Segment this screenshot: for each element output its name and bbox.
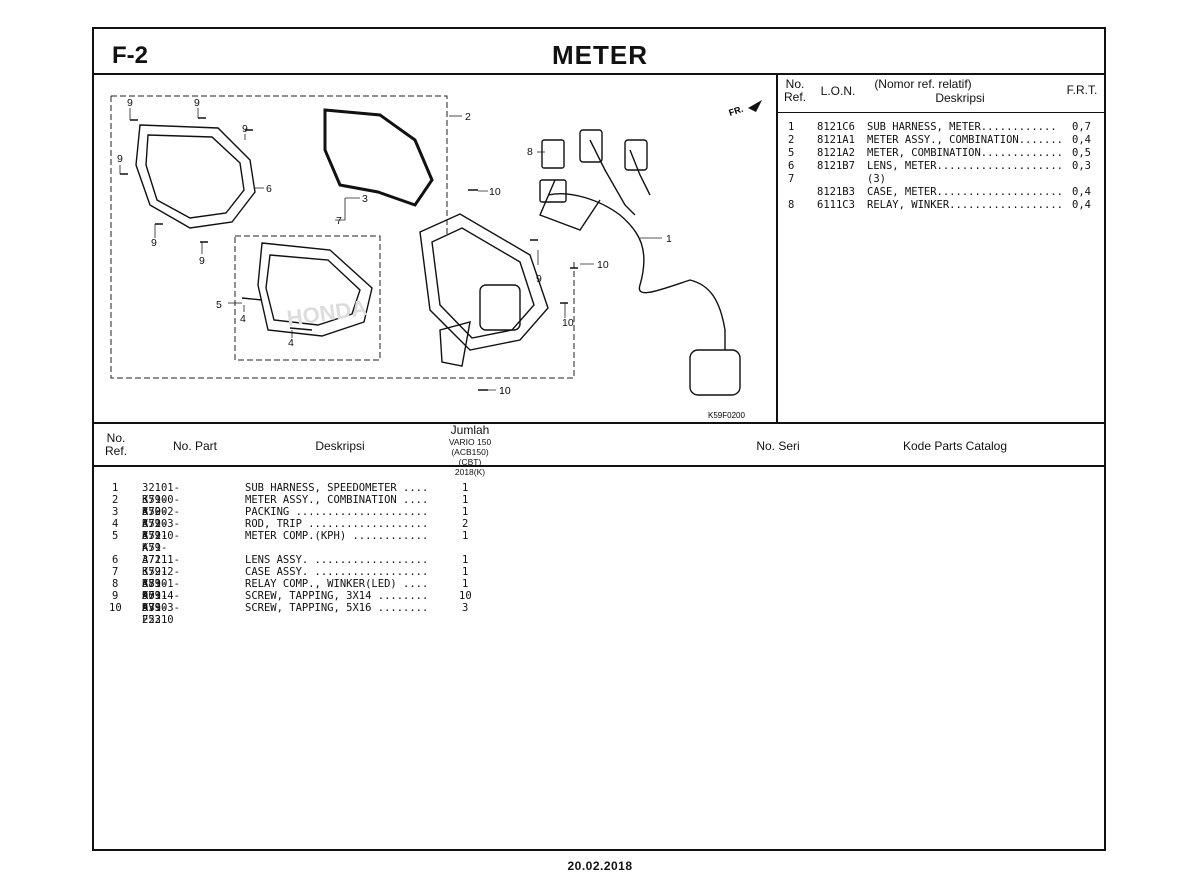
frt-header: F.R.T.	[1066, 83, 1098, 97]
callout-9b: 9	[194, 97, 200, 109]
callout-7: 7	[336, 215, 342, 227]
callout-4a: 4	[240, 313, 246, 325]
parts-ref-header: No. Ref.	[104, 431, 127, 458]
callout-9h: 10	[562, 317, 574, 329]
quantity-header: Jumlah VARIO 150 (ACB150) (CBT) 2018(K)	[448, 423, 492, 478]
callout-9g: 9	[536, 273, 542, 285]
front-arrow-icon	[748, 100, 762, 112]
exploded-parts-diagram: FR. HONDA 1 2 3 4 4 5 6 7 8 9 9 9 9 9 9 …	[110, 95, 762, 420]
brand-watermark: HONDA	[285, 295, 368, 331]
callout-2: 2	[465, 111, 471, 123]
callout-3: 3	[362, 193, 368, 205]
callout-1: 1	[666, 233, 672, 245]
serial-header: No. Seri	[756, 439, 800, 453]
diagram-divider	[92, 422, 1106, 424]
publication-date: 20.02.2018	[567, 859, 633, 873]
callout-8: 8	[527, 146, 533, 158]
page-title: METER	[552, 40, 648, 70]
description-header: Deskripsi	[315, 439, 365, 453]
callout-10b: 10	[597, 259, 609, 271]
catalog-code-header: Kode Parts Catalog	[902, 439, 1008, 453]
callout-6: 6	[266, 183, 272, 195]
lon-ref-header: No. Ref.	[783, 77, 806, 104]
callout-10a: 10	[489, 186, 501, 198]
figure-code: K59F0200	[708, 411, 745, 420]
callout-10c: 10	[499, 385, 511, 397]
header-divider	[92, 73, 1106, 75]
callout-4b: 4	[288, 337, 294, 349]
packing	[323, 108, 434, 207]
callout-9e: 9	[151, 237, 157, 249]
lon-header: L.O.N.	[820, 84, 856, 98]
callout-9f: 9	[199, 255, 205, 267]
section-code: F-2	[112, 42, 148, 69]
lon-table-divider	[776, 73, 778, 423]
part-number-header: No. Part	[172, 439, 217, 453]
callout-5: 5	[216, 299, 222, 311]
lon-desc-subheader: (Nomor ref. relatif)	[874, 77, 972, 91]
orientation-label: FR.	[728, 104, 745, 118]
lon-desc-header: Deskripsi	[935, 91, 985, 105]
lon-header-divider	[776, 112, 1106, 113]
callout-9a: 9	[127, 97, 133, 109]
page-frame	[92, 27, 1106, 851]
callout-9d: 9	[117, 153, 123, 165]
parts-header-divider	[92, 465, 1106, 467]
callout-9c: 9	[242, 123, 248, 135]
